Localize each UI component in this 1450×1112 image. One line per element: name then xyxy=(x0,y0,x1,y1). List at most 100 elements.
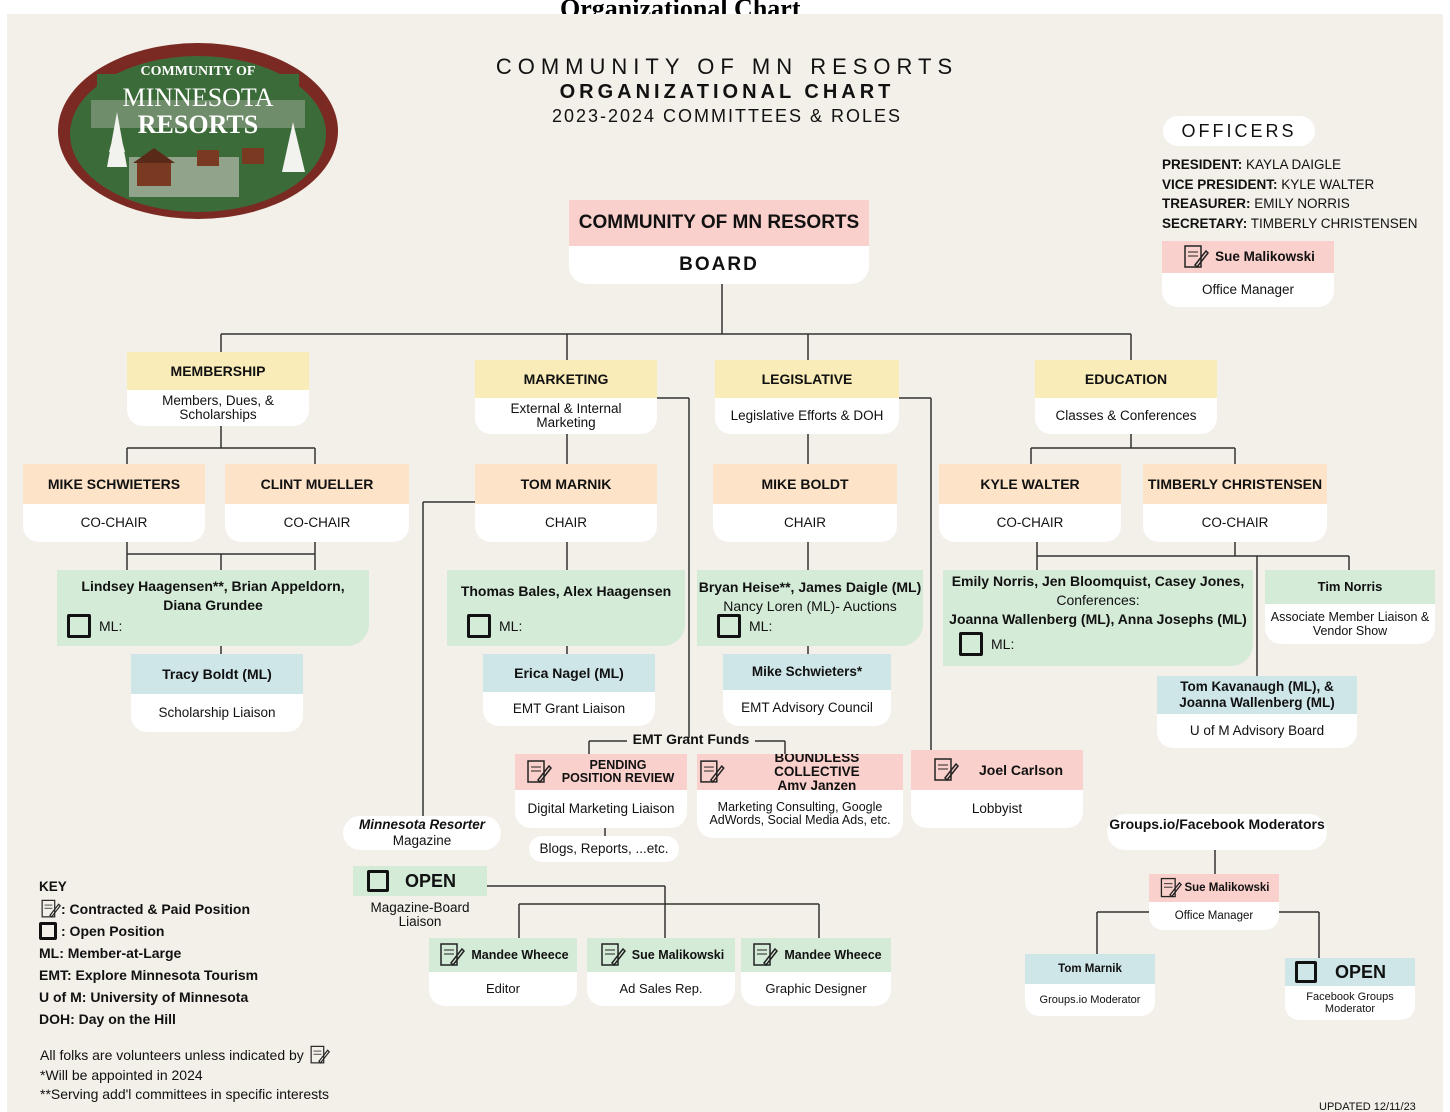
updated-date: UPDATED 12/11/23 xyxy=(1319,1101,1416,1112)
members-line1: Thomas Bales, Alex Haagensen xyxy=(460,583,672,599)
liaison-name-1: Tom Kavanaugh (ML), & xyxy=(1180,679,1334,694)
joel-carlson-card: Joel Carlson Lobbyist xyxy=(911,750,1083,828)
officers-heading: OFFICERS xyxy=(1163,116,1315,146)
liaison-tim-norris: Tim Norris Associate Member Liaison & Ve… xyxy=(1265,570,1435,644)
members-line2: Conferences: xyxy=(1056,592,1140,608)
title-line2: ORGANIZATIONAL CHART xyxy=(559,81,895,103)
staff-header: Mandee Wheece xyxy=(741,938,891,972)
pending-role: Digital Marketing Liaison xyxy=(515,790,687,828)
staff-role: Editor xyxy=(429,972,577,1006)
chair-role: CO-CHAIR xyxy=(225,504,409,542)
chair-name: KYLE WALTER xyxy=(939,464,1121,504)
magazine-title: Minnesota Resorter xyxy=(358,817,486,832)
contract-icon xyxy=(310,1045,330,1064)
board-label: BOARD xyxy=(569,246,869,284)
logo: COMMUNITY OF MINNESOTA RESORTS xyxy=(57,42,339,220)
logo-line3: RESORTS xyxy=(137,110,259,139)
office-manager-card: Sue Malikowski Office Manager xyxy=(1162,241,1334,307)
open-square-icon xyxy=(39,922,57,940)
chair-role: CHAIR xyxy=(475,504,657,542)
contract-icon xyxy=(934,758,959,782)
logo-line1: COMMUNITY OF xyxy=(140,64,256,79)
mag-staff-graphic-designer: Mandee Wheece Graphic Designer xyxy=(741,938,891,1006)
staff-role: Graphic Designer xyxy=(741,972,891,1006)
joel-role: Lobbyist xyxy=(911,790,1083,828)
boundless-name1: BOUNDLESS COLLECTIVE xyxy=(774,754,860,779)
pending-header: PENDING POSITION REVIEW xyxy=(515,754,687,790)
groups-tom-role: Groups.io Moderator xyxy=(1025,984,1155,1016)
open-square-icon xyxy=(959,632,983,656)
liaison-names: Tom Kavanaugh (ML), & Joanna Wallenberg … xyxy=(1157,676,1357,714)
logo-line2: MINNESOTA xyxy=(122,83,274,112)
liaison-erica-nagel: Erica Nagel (ML) EMT Grant Liaison xyxy=(483,654,655,726)
contract-icon xyxy=(527,760,552,784)
chair-timberly-christensen: TIMBERLY CHRISTENSEN CO-CHAIR xyxy=(1143,464,1327,542)
ml-open-slot: ML: xyxy=(959,632,1014,656)
officer-secretary: SECRETARY: TIMBERLY CHRISTENSEN xyxy=(1162,215,1418,231)
members-line1: Emily Norris, Jen Bloomquist, Casey Jone… xyxy=(951,573,1245,589)
chair-kyle-walter: KYLE WALTER CO-CHAIR xyxy=(939,464,1121,542)
groups-manager-header: Sue Malikowski xyxy=(1149,874,1279,902)
contract-icon xyxy=(1161,877,1183,898)
groups-title: Groups.io/Facebook Moderators xyxy=(1107,814,1327,850)
office-manager-role: Office Manager xyxy=(1162,273,1334,307)
officer-treasurer: TREASURER: EMILY NORRIS xyxy=(1162,196,1350,211)
staff-header: Sue Malikowski xyxy=(587,938,735,972)
notes: All folks are volunteers unless indicate… xyxy=(40,1044,420,1104)
staff-name: Mandee Wheece xyxy=(471,948,569,962)
magazine-title-card: Minnesota Resorter Magazine xyxy=(343,816,501,850)
contract-icon xyxy=(440,943,466,967)
chair-role: CO-CHAIR xyxy=(1143,504,1327,542)
groups-manager-role: Office Manager xyxy=(1149,902,1279,930)
magazine-open-card: OPEN Magazine-Board Liaison xyxy=(353,866,487,934)
chair-clint-mueller: CLINT MUELLER CO-CHAIR xyxy=(225,464,409,542)
contract-icon xyxy=(753,943,779,967)
membership-members: Lindsey Haagensen**, Brian Appeldorn, Di… xyxy=(57,570,369,646)
note-serving: **Serving add'l committees in specific i… xyxy=(40,1086,330,1102)
title-line3: 2023-2024 COMMITTEES & ROLES xyxy=(551,106,903,126)
logo-emblem xyxy=(58,43,338,219)
officers-list: PRESIDENT: KAYLA DAIGLE VICE PRESIDENT: … xyxy=(1162,155,1442,233)
magazine-open-role: Magazine-Board Liaison xyxy=(370,900,470,929)
board-card: COMMUNITY OF MN RESORTS BOARD xyxy=(569,200,869,284)
liaison-tom-kavanaugh: Tom Kavanaugh (ML), & Joanna Wallenberg … xyxy=(1157,676,1357,748)
chart-title: COMMUNITY OF MN RESORTS ORGANIZATIONAL C… xyxy=(427,54,1027,128)
committee-education-name: EDUCATION xyxy=(1035,360,1217,398)
staff-header: Mandee Wheece xyxy=(429,938,577,972)
liaison-name-2: Joanna Wallenberg (ML) xyxy=(1179,695,1335,710)
marketing-members: Thomas Bales, Alex Haagensen ML: xyxy=(447,570,685,646)
chair-role: CO-CHAIR xyxy=(23,504,205,542)
liaison-role: Associate Member Liaison & Vendor Show xyxy=(1265,604,1435,644)
joel-name: Joel Carlson xyxy=(978,762,1064,778)
legend-heading: KEY xyxy=(39,879,67,894)
committee-marketing-name: MARKETING xyxy=(475,360,657,398)
groups-open-card: OPEN Facebook Groups Moderator xyxy=(1285,958,1415,1020)
staff-name: Mandee Wheece xyxy=(784,948,882,962)
boundless-names: BOUNDLESS COLLECTIVE Amy Janzen xyxy=(731,754,903,793)
liaison-name: Tim Norris xyxy=(1265,570,1435,604)
contract-icon xyxy=(41,899,61,918)
office-manager-header: Sue Malikowski xyxy=(1162,241,1334,273)
liaison-name: Tracy Boldt (ML) xyxy=(131,654,303,694)
magazine-sub: Magazine xyxy=(392,833,452,848)
pending-extra: Blogs, Reports, ...etc. xyxy=(529,836,679,862)
liaison-role: Scholarship Liaison xyxy=(131,694,303,732)
groups-tom-name: Tom Marnik xyxy=(1025,954,1155,984)
chair-name: MIKE SCHWIETERS xyxy=(23,464,205,504)
mag-staff-ad-sales: Sue Malikowski Ad Sales Rep. xyxy=(587,938,735,1006)
mag-staff-editor: Mandee Wheece Editor xyxy=(429,938,577,1006)
groups-open-header: OPEN xyxy=(1285,958,1415,986)
pending-position-card: PENDING POSITION REVIEW Digital Marketin… xyxy=(515,754,687,828)
ml-open-slot: ML: xyxy=(717,614,772,638)
liaison-mike-schwieters: Mike Schwieters* EMT Advisory Council xyxy=(723,654,891,726)
members-line2: Diana Grundee xyxy=(163,597,263,613)
officer-vice-president: VICE PRESIDENT: KYLE WALTER xyxy=(1162,176,1375,192)
committee-membership: MEMBERSHIP Members, Dues, & Scholarships xyxy=(127,352,309,426)
groups-tom-marnik: Tom Marnik Groups.io Moderator xyxy=(1025,954,1155,1016)
education-members: Emily Norris, Jen Bloomquist, Casey Jone… xyxy=(943,570,1253,666)
committee-legislative: LEGISLATIVE Legislative Efforts & DOH xyxy=(715,360,899,434)
officer-president: PRESIDENT: KAYLA DAIGLE xyxy=(1162,157,1342,172)
members-line1: Bryan Heise**, James Daigle (ML) xyxy=(698,579,922,595)
connector-lines xyxy=(126,284,1350,958)
chair-mike-boldt: MIKE BOLDT CHAIR xyxy=(713,464,897,542)
